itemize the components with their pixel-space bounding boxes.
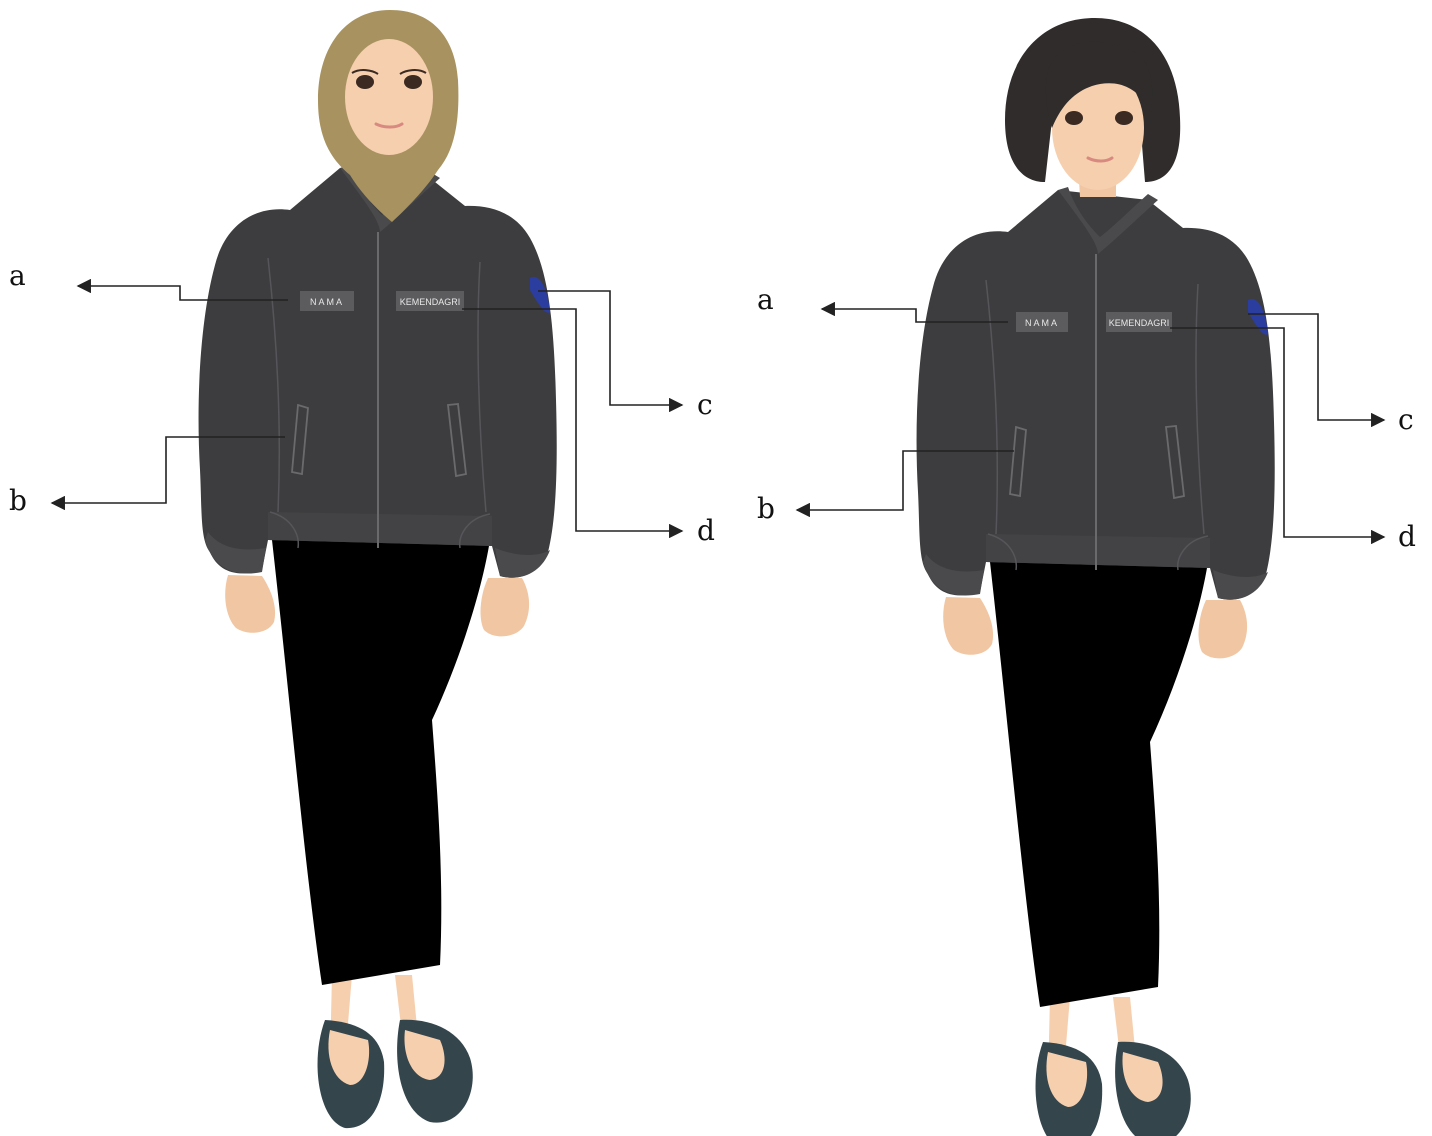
figure-short-hair: NAMA KEMENDAGRI a b c d [757,18,1416,1136]
callout-c-label: c [697,388,713,421]
figure-hijab: NAMA KEMENDAGRI a b c d [9,10,715,1128]
name-tag-text: NAMA [310,297,344,307]
agency-tag-text: KEMENDAGRI [400,297,461,307]
name-tag-text: NAMA [1025,318,1059,328]
callout-a-label: a [9,259,26,292]
callout-c-label: c [1398,403,1414,436]
face [345,39,433,155]
agency-tag-text: KEMENDAGRI [1109,318,1170,328]
callout-b-label: b [9,484,27,517]
figure-body [199,140,557,1128]
callout-b-label: b [757,492,775,525]
callout-d-label: d [697,514,715,547]
callout-a-label: a [757,283,774,316]
callout-d-label: d [1398,520,1416,553]
callout-c-leader [538,291,682,405]
figure-body [917,162,1275,1136]
